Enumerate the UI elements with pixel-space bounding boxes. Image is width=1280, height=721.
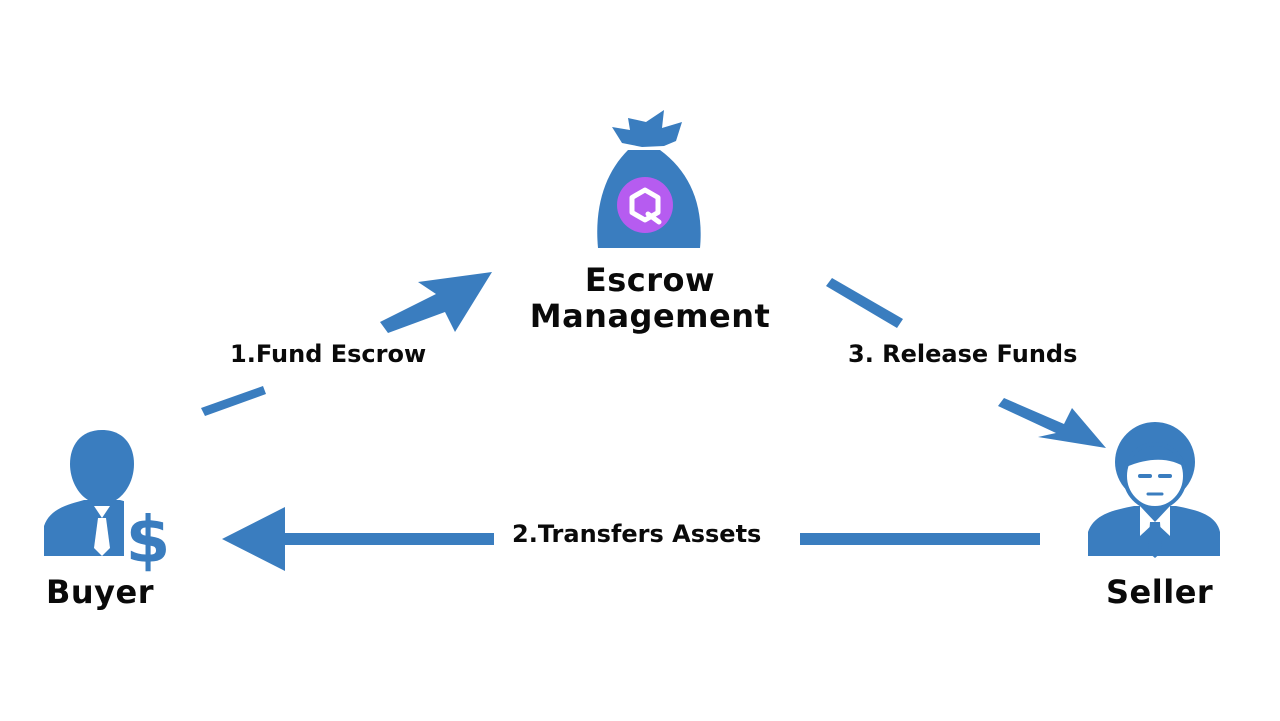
step-transfer-assets-label: 2.Transfers Assets	[504, 518, 770, 550]
release-funds-arrow	[826, 278, 1106, 448]
buyer-tie	[94, 518, 110, 556]
q-logo-icon	[617, 177, 673, 233]
fund-escrow-arrow-tail	[201, 386, 266, 416]
seller-businessman-icon	[1088, 422, 1220, 558]
seller-tie	[1148, 522, 1162, 558]
transfer-assets-arrow	[222, 507, 1040, 571]
escrow-title-line2: Management	[529, 297, 771, 335]
step-release-funds-label: 3. Release Funds	[840, 338, 1086, 370]
dollar-sign-icon: $	[126, 504, 171, 578]
seller-collar-left	[1140, 506, 1155, 536]
buyer-businessman-dollar-icon: $	[44, 430, 174, 578]
fund-escrow-arrow-head	[380, 272, 492, 333]
money-bag-top	[612, 110, 682, 147]
buyer-dollar-bg	[124, 500, 174, 562]
buyer-collar	[94, 506, 110, 518]
buyer-head	[70, 430, 134, 500]
fund-escrow-arrow	[201, 272, 492, 416]
escrow-management-title: Escrow Management	[520, 262, 780, 334]
transfer-assets-arrow-head	[222, 507, 494, 571]
step-fund-escrow-label: 1.Fund Escrow	[222, 338, 435, 370]
escrow-title-line1: Escrow	[584, 261, 716, 299]
money-bag-icon	[597, 110, 701, 248]
seller-label: Seller	[1106, 573, 1214, 611]
buyer-label: Buyer	[46, 573, 155, 611]
seller-collar-right	[1155, 506, 1170, 536]
transfer-assets-arrow-tail	[800, 533, 1040, 545]
release-funds-arrow-head	[998, 398, 1106, 448]
release-funds-arrow-tail	[826, 278, 903, 328]
